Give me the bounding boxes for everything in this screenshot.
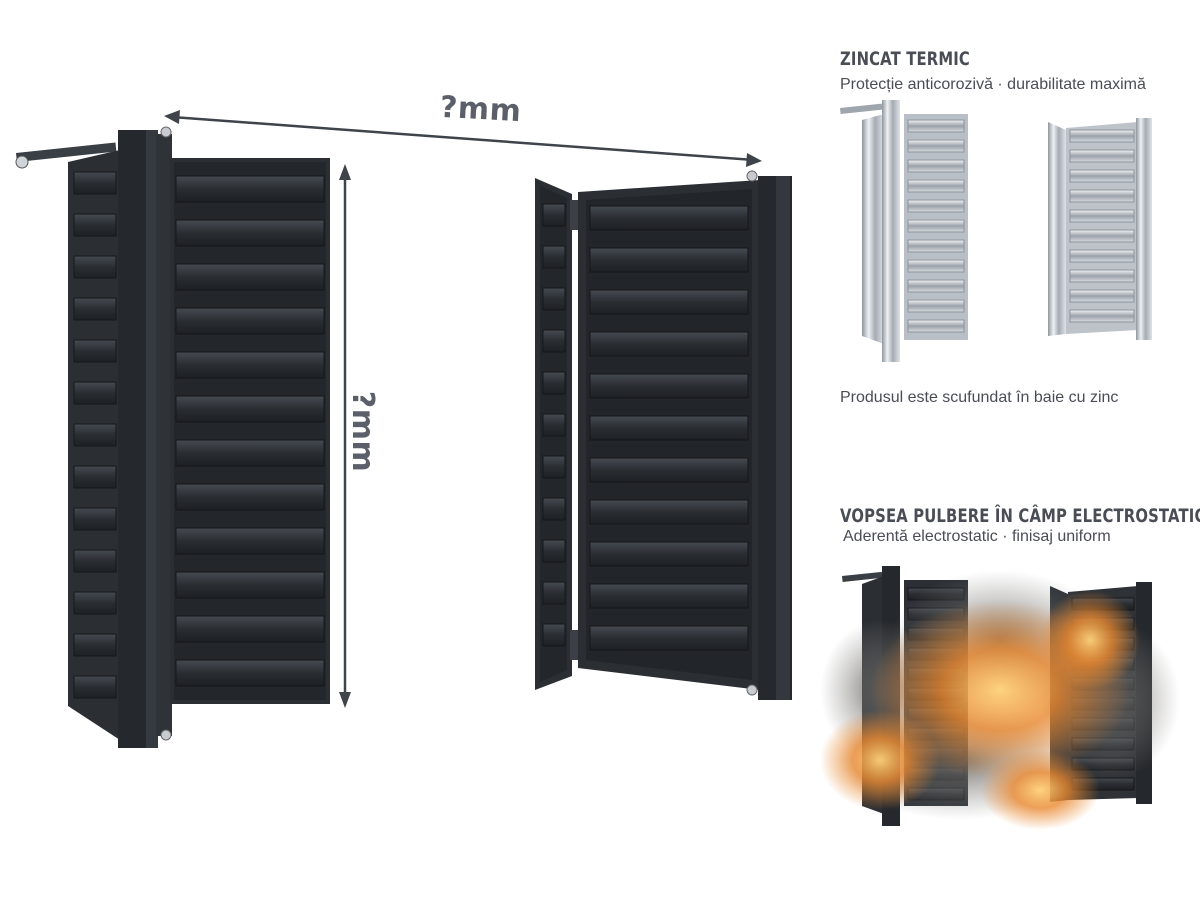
louver-slat	[589, 457, 749, 483]
louver-slat	[542, 245, 566, 269]
height-dimension-label: ?mm	[345, 390, 381, 473]
width-dimension-arrow	[164, 110, 762, 167]
louver-slat	[73, 507, 117, 531]
louver-slat	[1069, 309, 1135, 323]
louver-slat	[175, 483, 325, 511]
louver-slat	[589, 289, 749, 315]
louver-slat	[73, 297, 117, 321]
louver-slat	[589, 541, 749, 567]
louver-slat	[175, 263, 325, 291]
louver-slat	[73, 255, 117, 279]
louver-slat	[175, 351, 325, 379]
height-dimension-arrow	[339, 164, 351, 708]
louver-slat	[73, 423, 117, 447]
zinc-shutter-thumbnail	[840, 100, 1152, 362]
louver-slat	[907, 239, 965, 253]
right-shutter	[535, 170, 792, 700]
louver-slat	[175, 219, 325, 247]
fire-smoke-effect	[820, 570, 1180, 830]
louver-slat	[542, 455, 566, 479]
louver-slat	[175, 395, 325, 423]
louver-slat	[175, 571, 325, 599]
louver-slat	[542, 623, 566, 647]
louver-slat	[907, 259, 965, 273]
louver-slat	[907, 119, 965, 133]
louver-slat	[1069, 129, 1135, 143]
zinc-subtitle: Protecție anticorozivă · durabilitate ma…	[840, 76, 1146, 93]
louver-slat	[589, 331, 749, 357]
louver-slat	[73, 633, 117, 657]
louver-slat	[542, 203, 566, 227]
louver-slat	[175, 439, 325, 467]
left-shutter	[15, 126, 330, 748]
louver-slat	[73, 213, 117, 237]
louver-slat	[175, 307, 325, 335]
louver-slat	[542, 497, 566, 521]
louver-slat	[589, 499, 749, 525]
louver-slat	[73, 171, 117, 195]
louver-slat	[542, 371, 566, 395]
louver-slat	[73, 675, 117, 699]
louver-slat	[542, 413, 566, 437]
louver-slat	[1069, 269, 1135, 283]
louver-slat	[589, 205, 749, 231]
louver-slat	[907, 139, 965, 153]
louver-slat	[1069, 229, 1135, 243]
louver-slat	[175, 175, 325, 203]
louver-slat	[589, 373, 749, 399]
louver-slat	[1069, 189, 1135, 203]
louver-slat	[542, 581, 566, 605]
louver-slat	[542, 539, 566, 563]
paint-heading: VOPSEA PULBERE ÎN CÂMP ELECTROSTATIC	[840, 505, 1200, 527]
zinc-heading: ZINCAT TERMIC	[840, 48, 970, 70]
zinc-note: Produsul este scufundat în baie cu zinc	[840, 389, 1119, 406]
louver-slat	[589, 625, 749, 651]
louver-slat	[1069, 289, 1135, 303]
louver-slat	[589, 415, 749, 441]
louver-slat	[73, 591, 117, 615]
louver-slat	[73, 381, 117, 405]
louver-slat	[907, 279, 965, 293]
louver-slat	[73, 549, 117, 573]
louver-slat	[907, 299, 965, 313]
paint-subtitle: Aderentă electrostatic · finisaj uniform	[843, 528, 1111, 545]
louver-slat	[907, 319, 965, 333]
louver-slat	[907, 199, 965, 213]
louver-slat	[907, 179, 965, 193]
louver-slat	[907, 219, 965, 233]
louver-slat	[1069, 169, 1135, 183]
width-dimension-label: ?mm	[439, 89, 523, 130]
louver-slat	[175, 615, 325, 643]
louver-slat	[1069, 149, 1135, 163]
louver-slat	[175, 659, 325, 687]
louver-slat	[73, 339, 117, 363]
louver-slat	[589, 583, 749, 609]
louver-slat	[907, 159, 965, 173]
paint-shutter-thumbnail	[820, 566, 1180, 830]
louver-slat	[589, 247, 749, 273]
louver-slat	[1069, 209, 1135, 223]
louver-slat	[73, 465, 117, 489]
louver-slat	[175, 527, 325, 555]
louver-slat	[1069, 249, 1135, 263]
louver-slat	[542, 287, 566, 311]
louver-slat	[542, 329, 566, 353]
